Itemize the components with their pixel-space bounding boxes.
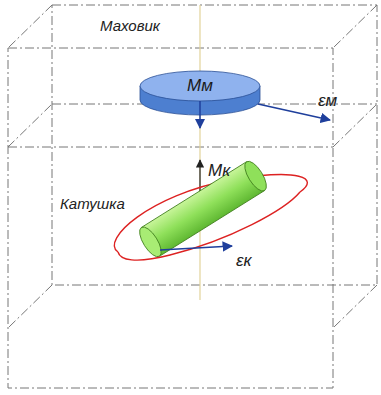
part-name: Маховик [100,18,160,35]
coil-winding [118,192,300,260]
moment-symbol: Mм [187,77,213,96]
vector-symbol: Mк [208,162,230,181]
vector-symbol: εм [318,92,337,111]
flywheel-label: Mм [184,76,216,97]
rotation-axis [199,5,200,300]
moment-arrow [199,101,201,128]
vector-symbol: εк [236,252,252,271]
frame-box [8,5,377,388]
epsilon-arrow [160,246,232,250]
part-name: Катушка [60,196,125,213]
